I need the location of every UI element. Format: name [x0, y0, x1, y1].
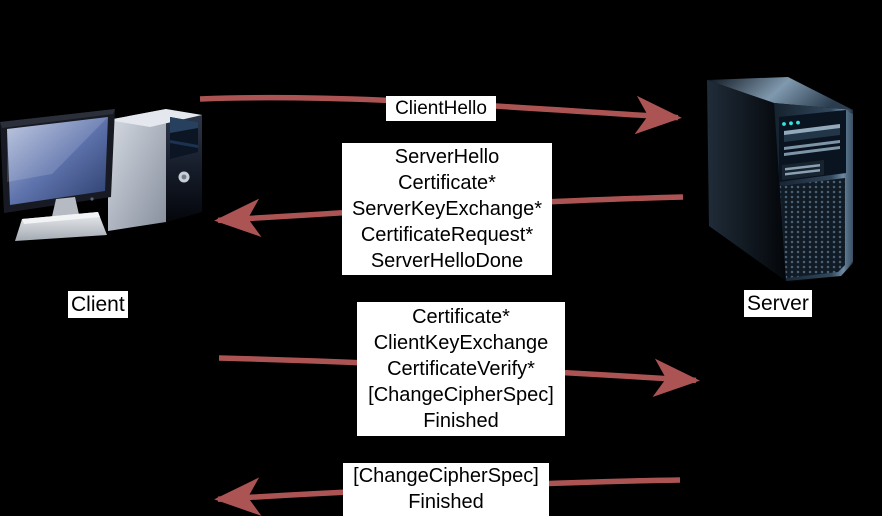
message-line: Finished — [423, 410, 499, 432]
message-box-changecipherspec: [ChangeCipherSpec] Finished — [343, 463, 549, 516]
message-line: ClientKeyExchange — [373, 332, 549, 354]
desktop-computer-icon — [0, 109, 202, 241]
message-box-clienthello: ClientHello — [386, 96, 496, 121]
message-box-clientkeyexchange: Certificate* ClientKeyExchange Certifica… — [357, 302, 565, 436]
server-label: Server — [744, 290, 812, 317]
message-line: ServerHello — [394, 146, 500, 168]
message-line: ServerHelloDone — [370, 250, 524, 272]
message-line: CertificateVerify* — [387, 358, 535, 380]
message-line: [ChangeCipherSpec] — [353, 465, 539, 487]
message-box-serverhello: ServerHello Certificate* ServerKeyExchan… — [342, 143, 552, 275]
server-tower-icon — [707, 77, 853, 282]
message-line: [ChangeCipherSpec] — [368, 384, 554, 406]
message-line: Finished — [408, 491, 484, 513]
message-line: CertificateRequest* — [360, 224, 534, 246]
message-line: ClientHello — [395, 98, 487, 119]
message-line: Certificate* — [398, 172, 496, 194]
client-label: Client — [68, 291, 128, 318]
message-line: Certificate* — [412, 306, 510, 328]
message-line: ServerKeyExchange* — [351, 198, 543, 220]
